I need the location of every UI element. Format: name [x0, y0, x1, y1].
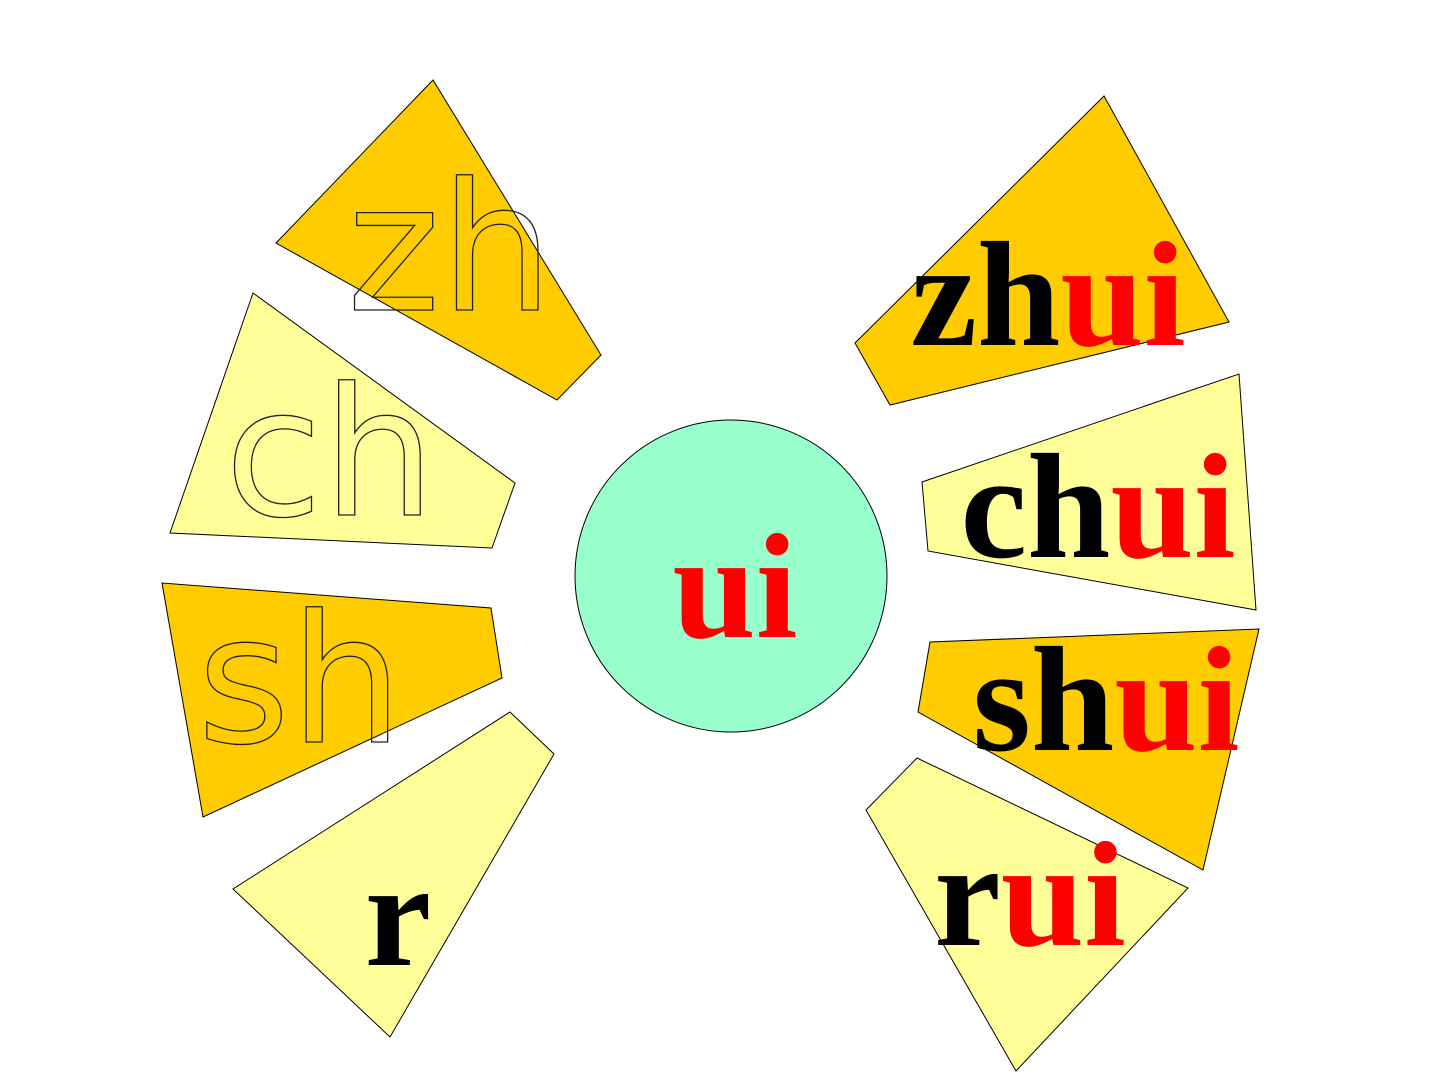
center-circle — [574, 419, 888, 733]
right-wedge-zhui-final: ui — [1060, 212, 1185, 378]
left-wedge-r — [232, 711, 555, 1038]
right-wedge-rui-text: rui — [934, 812, 1126, 978]
right-wedge-chui-initial: ch — [960, 424, 1110, 590]
left-wedge-r-label: r — [365, 832, 432, 998]
right-wedge-rui-initial: r — [934, 812, 1001, 978]
right-wedge-shui — [917, 628, 1260, 871]
right-wedge-rui-final: ui — [1001, 812, 1126, 978]
right-wedge-shui-text: shui — [973, 617, 1240, 783]
right-wedge-rui — [865, 757, 1189, 1072]
right-wedge-chui-final: ui — [1110, 424, 1235, 590]
left-wedge-ch — [169, 292, 516, 549]
left-wedge-zh-label: zh — [347, 145, 553, 352]
right-wedge-shui-final: ui — [1114, 617, 1239, 783]
left-wedge-sh — [161, 582, 503, 818]
right-wedge-shui-initial: sh — [973, 617, 1115, 783]
right-wedge-zhui-initial: zh — [910, 212, 1060, 378]
left-wedge-ch-label: ch — [225, 350, 436, 557]
left-wedge-zh — [275, 79, 602, 401]
left-wedge-sh-label: sh — [197, 577, 403, 784]
right-wedge-chui — [921, 373, 1257, 611]
center-final: ui — [672, 504, 797, 670]
right-wedge-chui-text: chui — [960, 424, 1235, 590]
right-wedge-zhui — [854, 95, 1230, 406]
right-wedge-zhui-text: zhui — [910, 212, 1185, 378]
